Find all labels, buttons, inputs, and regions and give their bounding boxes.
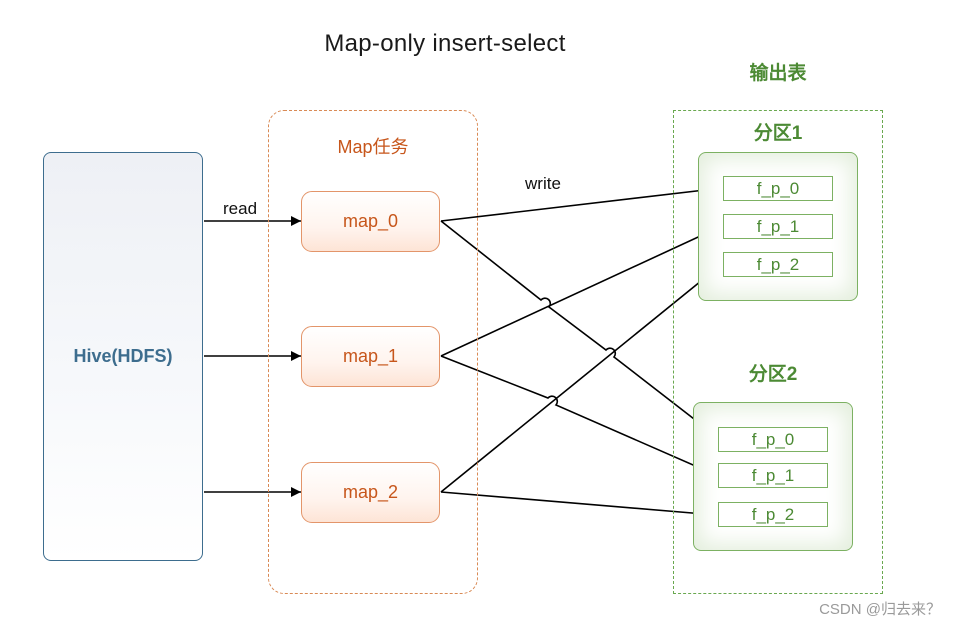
partition-2-label: 分区2 <box>748 364 798 385</box>
map-task-map_1: map_1 <box>301 326 440 387</box>
output-table-label: 输出表 <box>749 63 807 84</box>
map-task-map_2: map_2 <box>301 462 440 523</box>
partition-1-file-f_p_0: f_p_0 <box>723 176 833 201</box>
write-label: write <box>525 174 561 193</box>
partition-1-file-f_p_2: f_p_2 <box>723 252 833 277</box>
read-label: read <box>223 199 258 218</box>
partition-2-file-f_p_1: f_p_1 <box>718 463 828 488</box>
diagram-title: Map-only insert-select <box>324 30 566 57</box>
edge-map_0-p1-f_p_0 <box>440 184 723 222</box>
csdn-watermark: CSDN @归去来？ <box>819 601 941 618</box>
edge-map_2-p2-f_p_2 <box>440 491 717 520</box>
edge-map_1-p2-f_p_1 <box>440 355 717 476</box>
partition-1-label: 分区1 <box>753 123 803 144</box>
edge-map_1-p1-f_p_1 <box>440 225 723 357</box>
partition-1-file-f_p_1: f_p_1 <box>723 214 833 239</box>
partition-2-file-f_p_2: f_p_2 <box>718 502 828 527</box>
map-task-group <box>268 110 478 594</box>
hive-hdfs-label: Hive(HDFS) <box>73 346 173 366</box>
map-task-map_0: map_0 <box>301 191 440 252</box>
output-table-group <box>673 110 883 594</box>
edge-map_2-p1-f_p_2 <box>440 263 723 493</box>
map-task-group-label: Map任务 <box>337 137 409 157</box>
hive-hdfs-source: Hive(HDFS) <box>43 152 203 561</box>
partition-2-file-f_p_0: f_p_0 <box>718 427 828 452</box>
edge-map_0-p2-f_p_0 <box>440 220 717 437</box>
